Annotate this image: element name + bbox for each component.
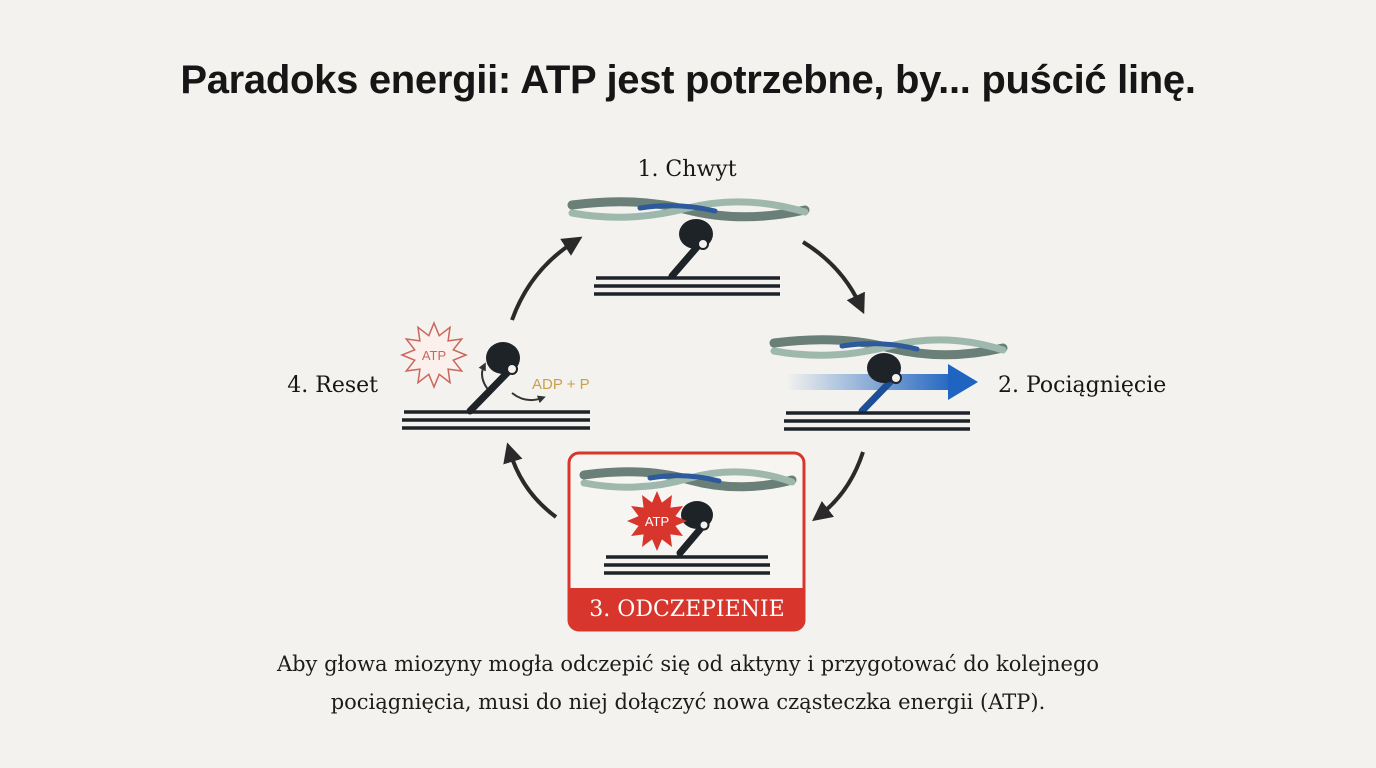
adp-label: ADP + P xyxy=(532,376,590,393)
cross-bridge-cycle-diagram: 1. Chwyt 2. Pociągnięcie xyxy=(287,157,1166,632)
myosin-filament xyxy=(594,276,780,296)
release-arrow-icon xyxy=(511,392,546,404)
atp-detach-label: ATP xyxy=(645,514,669,529)
actin-filament xyxy=(567,197,810,222)
myosin-filament xyxy=(402,410,590,430)
atp-faded-burst-icon: ATP xyxy=(400,321,468,389)
actin-filament xyxy=(769,335,1008,360)
stage-detach-label: 3. ODCZEPIENIE xyxy=(589,597,784,622)
actin-filament xyxy=(579,467,797,492)
arrow-pull-to-detach xyxy=(812,451,865,522)
stage-detach: 3. ODCZEPIENIE ATP xyxy=(567,451,806,632)
pull-direction-arrow-icon xyxy=(786,364,978,400)
stage-reset: 4. Reset ATP ADP + P xyxy=(287,321,590,430)
stage-grab: 1. Chwyt xyxy=(567,157,810,296)
arrow-grab-to-pull xyxy=(801,240,865,315)
stage-pull-label: 2. Pociągnięcie xyxy=(998,373,1166,398)
caption-line-1: Aby głowa miozyny mogła odczepić się od … xyxy=(276,652,1100,676)
atp-reset-label: ATP xyxy=(422,348,446,363)
atp-burst-icon: ATP xyxy=(627,491,687,551)
detach-banner xyxy=(570,588,803,629)
arrow-detach-to-reset xyxy=(503,442,558,519)
explanation-caption: Aby głowa miozyny mogła odczepić się od … xyxy=(0,645,1376,721)
myosin-filament xyxy=(604,555,770,575)
myosin-head xyxy=(676,501,713,557)
myosin-filament xyxy=(784,411,970,431)
myosin-head xyxy=(466,342,520,415)
stage-pull: 2. Pociągnięcie xyxy=(769,335,1166,431)
caption-line-2: pociągnięcia, musi do niej dołączyć nowa… xyxy=(330,690,1046,714)
cycle-arrows xyxy=(503,236,865,522)
stage-reset-label: 4. Reset xyxy=(287,373,378,398)
myosin-head xyxy=(858,353,902,415)
arrow-reset-to-grab xyxy=(510,236,583,321)
page-title: Paradoks energii: ATP jest potrzebne, by… xyxy=(180,58,1196,102)
stage-grab-label: 1. Chwyt xyxy=(637,157,736,182)
myosin-head xyxy=(668,219,713,280)
